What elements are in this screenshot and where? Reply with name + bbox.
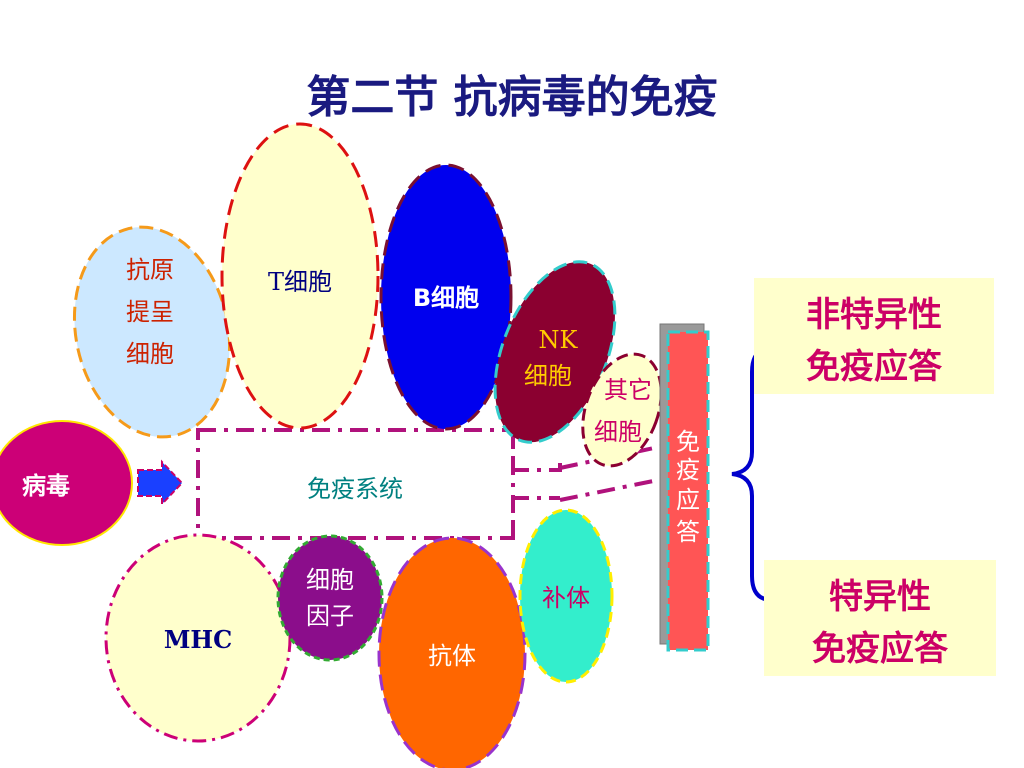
immune-response-label-1: 免 (676, 428, 700, 456)
nonspecific-response-line-2: 免疫应答 (806, 347, 943, 387)
antibody-label: 抗体 (428, 642, 476, 670)
other-cells: 其它 细胞 (581, 352, 663, 468)
complement: 补体 (518, 508, 614, 684)
complement-label: 补体 (542, 584, 590, 612)
nk-cell-label-line-2: 细胞 (524, 362, 572, 390)
page-title: 第二节 抗病毒的免疫 (306, 72, 717, 123)
cytokine-label-line-1: 细胞 (306, 566, 354, 594)
mhc: MHC (104, 533, 292, 743)
apc-label-line-1: 抗原 (126, 256, 174, 284)
immune-response-label-3: 应 (676, 486, 700, 514)
immune-response-label-2: 疫 (676, 456, 700, 484)
virus-label: 病毒 (22, 472, 70, 500)
virus: 病毒 (0, 420, 133, 546)
nonspecific-response-box: 非特异性 免疫应答 (754, 278, 994, 394)
nonspecific-response-line-1: 非特异性 (806, 295, 942, 335)
specific-response-box: 特异性 免疫应答 (764, 560, 996, 676)
virus-arrow-icon (137, 459, 184, 507)
antibody: 抗体 (377, 536, 527, 768)
other-cells-label-line-2: 细胞 (594, 418, 642, 446)
cytokine-label-line-2: 因子 (306, 602, 354, 630)
apc-label-line-3: 细胞 (126, 340, 174, 368)
b-cell: B细胞 (379, 163, 513, 431)
other-cells-label-line-1: 其它 (604, 376, 652, 404)
immune-response-column: 免 疫 应 答 (659, 323, 710, 652)
antigen-presenting-cell: 抗原 提呈 细胞 (72, 225, 232, 439)
t-cell: T细胞 (220, 122, 380, 430)
curly-brace-icon (731, 346, 773, 602)
nk-cell-label-line-1: NK (539, 326, 579, 354)
specific-response-line-2: 免疫应答 (812, 629, 949, 669)
immune-system-label: 免疫系统 (307, 475, 403, 503)
mhc-label: MHC (164, 625, 232, 654)
specific-response-line-1: 特异性 (829, 577, 931, 617)
t-cell-label: T细胞 (268, 268, 332, 296)
b-cell-label: B细胞 (413, 284, 479, 312)
immune-response-label-4: 答 (676, 518, 700, 546)
apc-label-line-2: 提呈 (126, 298, 174, 326)
cytokine: 细胞 因子 (276, 534, 384, 662)
